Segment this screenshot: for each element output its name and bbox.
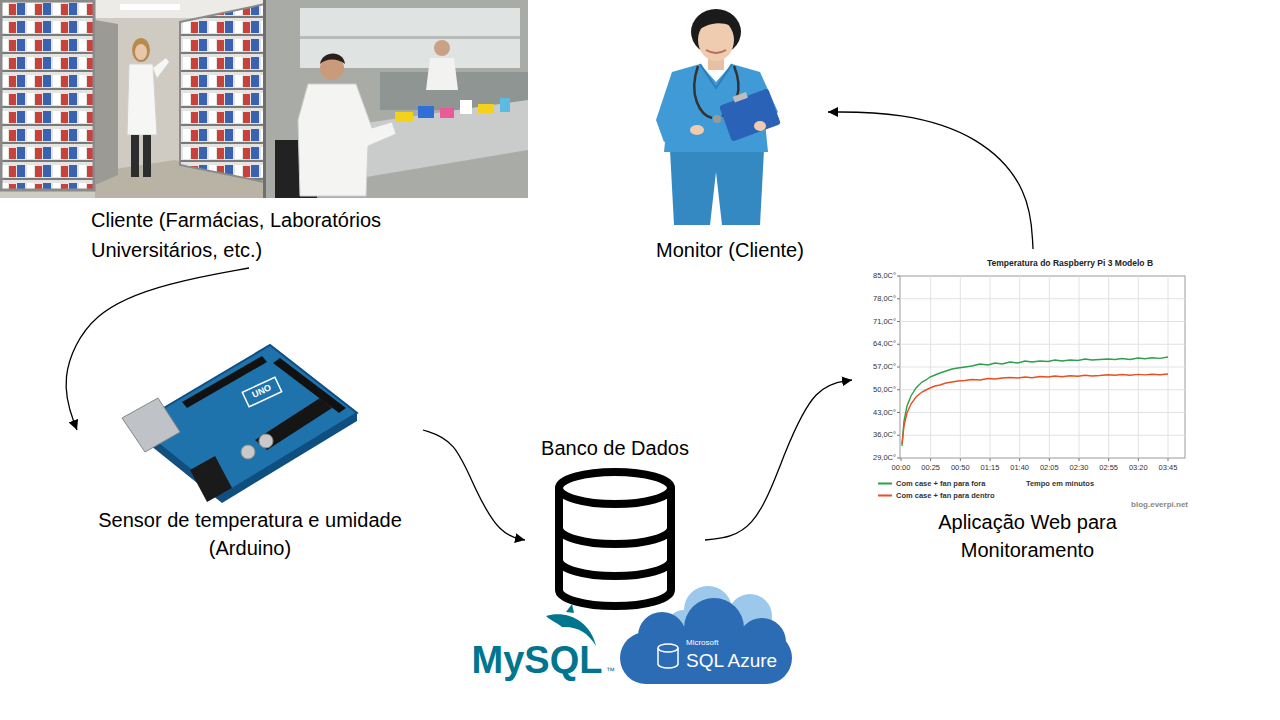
logo-text: SQL Azure [686, 651, 777, 672]
flow-arrow [828, 112, 1033, 249]
database-heading: Banco de Dados [528, 434, 702, 462]
database-cylinder [559, 472, 671, 606]
client-caption: Cliente (Farmácias, Laboratórios Univers… [91, 205, 421, 265]
y-axis-tick: 64,0C° [873, 340, 896, 348]
legend-entry: Com case + fan para dentro [878, 491, 995, 500]
x-axis-tick: 02:30 [1070, 464, 1089, 472]
temperature-chart [858, 255, 1192, 513]
arduino-board [122, 345, 357, 503]
trademark-sign: ™ [606, 667, 615, 677]
sql-azure-logo [620, 586, 792, 684]
axis-title: Tempo em minutos [1026, 480, 1094, 488]
flow-arrow [423, 430, 525, 540]
logo-text: MySQL [472, 640, 603, 682]
y-axis-tick: 43,0C° [873, 408, 896, 416]
x-axis-tick: 03:20 [1129, 464, 1148, 472]
y-axis-tick: 50,0C° [873, 386, 896, 394]
legend-text: Com case + fan para fora [896, 479, 985, 488]
legend-line-sample [878, 482, 892, 484]
y-axis-tick: 57,0C° [873, 363, 896, 371]
client-photo [0, 0, 528, 198]
chart-title: Temperatura do Raspberry Pi 3 Modelo B [987, 259, 1153, 268]
logo-text: Microsoft [686, 639, 718, 648]
nurse-figure [656, 9, 781, 225]
monitor-node: Monitor (Cliente) [635, 4, 825, 264]
legend-text: Com case + fan para dentro [896, 491, 995, 500]
x-axis-tick: 03:45 [1159, 464, 1178, 472]
web-app-node: Aplicação Web para Monitoramento [855, 252, 1200, 564]
x-axis-tick: 00:25 [921, 464, 940, 472]
y-axis-tick: 36,0C° [873, 431, 896, 439]
y-axis-tick: 85,0C° [873, 272, 896, 280]
client-node: Cliente (Farmácias, Laboratórios Univers… [0, 0, 530, 265]
board-marking: UNO [251, 383, 273, 400]
y-axis-tick: 71,0C° [873, 317, 896, 325]
flow-arrow [705, 380, 852, 540]
legend-entry: Com case + fan para fora [878, 479, 985, 488]
x-axis-tick: 01:15 [981, 464, 1000, 472]
y-axis-tick: 78,0C° [873, 295, 896, 303]
x-axis-tick: 02:55 [1099, 464, 1118, 472]
flow-arrow [66, 268, 249, 430]
web-app-caption: Aplicação Web para Monitoramento [922, 508, 1133, 564]
database-node: Banco de Dados [528, 434, 702, 612]
watermark: blog.everpi.net [1131, 501, 1188, 510]
x-axis-tick: 00:00 [892, 464, 911, 472]
legend-line-sample [878, 494, 892, 496]
y-axis-tick: 29,0C° [873, 454, 896, 462]
x-axis-tick: 01:40 [1010, 464, 1029, 472]
sensor-caption: Sensor de temperatura e umidade (Arduino… [80, 506, 420, 562]
x-axis-tick: 00:50 [951, 464, 970, 472]
x-axis-tick: 02:05 [1040, 464, 1059, 472]
monitor-caption: Monitor (Cliente) [635, 236, 825, 264]
sensor-node: Sensor de temperatura e umidade (Arduino… [80, 338, 420, 562]
